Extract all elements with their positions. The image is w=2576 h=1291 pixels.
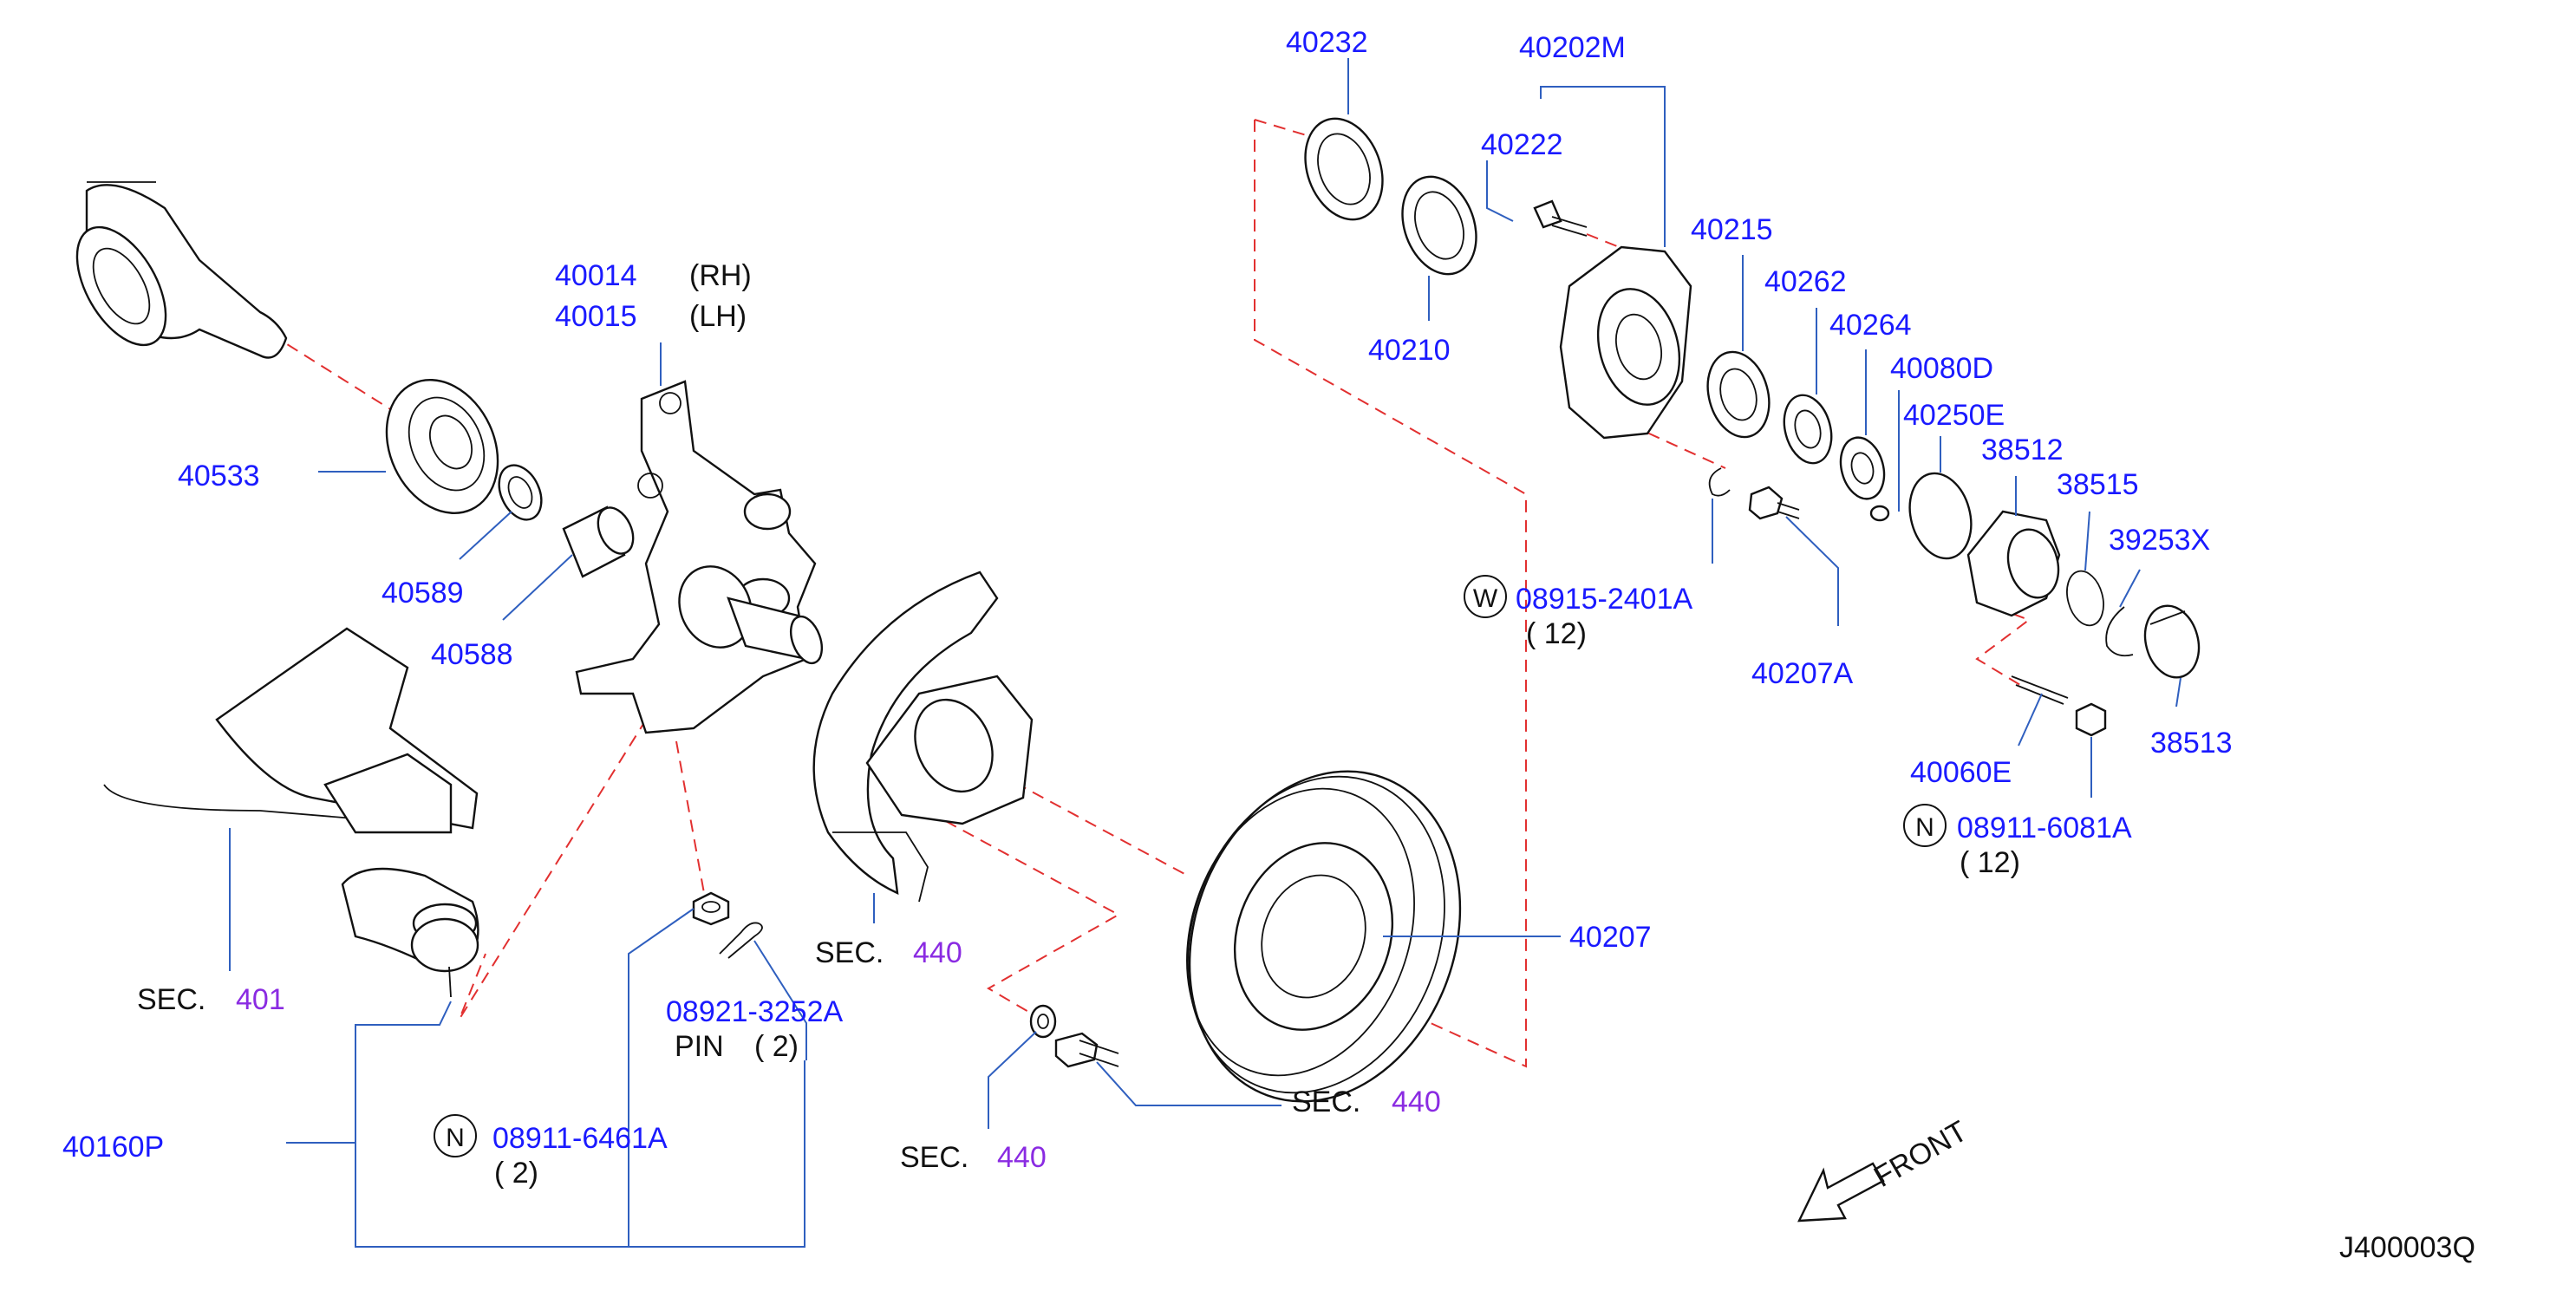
label-40160P: 40160P: [62, 1131, 164, 1164]
assembly-dash-lines: [270, 119, 2031, 1068]
oil-seal-40533: [385, 378, 499, 515]
bearing-40210: [1401, 175, 1477, 276]
drive-flange-38512: [1966, 510, 2061, 617]
dash-stud: [1975, 606, 2031, 686]
label-sec-word-3: SEC.: [1292, 1086, 1360, 1118]
label-pin: PIN: [675, 1030, 724, 1063]
label-38513: 38513: [2150, 727, 2233, 760]
nut-symbol-circle-6081: [1903, 804, 1947, 847]
nut-08911-6081A: [2075, 702, 2107, 737]
grease-seal-40232: [1304, 117, 1384, 221]
dash-hub-to-rotor: [1254, 120, 1527, 1068]
label-front: FRONT: [1868, 1114, 1973, 1193]
label-sec-word-2: SEC.: [815, 936, 884, 969]
label-40589: 40589: [382, 577, 464, 610]
washer-40262: [1783, 394, 1833, 465]
label-sec-word-1: SEC.: [137, 983, 205, 1016]
label-sec-440-shield: 440: [913, 936, 962, 969]
label-08915-qty: ( 12): [1526, 617, 1587, 650]
label-08915-2401A: 08915-2401A: [1516, 583, 1693, 616]
label-08921-3252A: 08921-3252A: [666, 995, 844, 1028]
label-40207A: 40207A: [1751, 657, 1854, 690]
dash-hub-bolt: [1586, 233, 1631, 252]
screw-40080D: [1869, 505, 1890, 522]
label-40215: 40215: [1691, 213, 1773, 246]
label-08911-6081A-qty: ( 12): [1960, 846, 2020, 879]
dash-nut: [675, 740, 705, 894]
label-39253X: 39253X: [2109, 524, 2210, 557]
label-40060E: 40060E: [1910, 756, 2012, 789]
nut-symbol-circle-6461: [434, 1114, 477, 1157]
label-40080D: 40080D: [1890, 352, 1993, 385]
bearing-40215: [1706, 350, 1771, 439]
steering-knuckle: [575, 380, 824, 734]
wheel-hub-40202M: [1559, 245, 1692, 440]
diagram-id: J400003Q: [2339, 1231, 2475, 1264]
label-40015: 40015: [555, 300, 637, 333]
snap-ring-39253X: [2105, 606, 2134, 657]
label-38515: 38515: [2057, 468, 2139, 501]
dash-balljoint: [459, 684, 668, 1020]
hub-bolt-40222: [1533, 199, 1588, 237]
dash-bolt: [910, 801, 1121, 1020]
label-40232: 40232: [1286, 26, 1368, 59]
cap-40250E: [1908, 472, 1973, 560]
label-40222: 40222: [1481, 128, 1563, 161]
label-sec-401: 401: [236, 983, 285, 1016]
lock-washer-40264: [1839, 436, 1886, 500]
leader-lines: [229, 58, 2181, 1248]
label-pin-qty: ( 2): [754, 1030, 799, 1063]
label-40250E: 40250E: [1903, 399, 2005, 432]
stud-40060E: [2011, 675, 2069, 705]
label-sec-word-4: SEC.: [900, 1141, 968, 1174]
washer-symbol: W: [1473, 584, 1498, 613]
label-40210: 40210: [1368, 334, 1451, 367]
label-40207: 40207: [1569, 921, 1652, 954]
label-40014-side: (RH): [689, 259, 752, 292]
washer-bolt-sec440: [1029, 1004, 1119, 1068]
o-ring-38515: [2066, 570, 2104, 627]
hub-cap-38513: [2143, 604, 2201, 679]
nut-08911-6461A: [692, 891, 730, 926]
dash-seal: [1254, 119, 1319, 140]
washer-symbol-circle: [1464, 575, 1507, 618]
suspension-member: [103, 627, 479, 834]
bolt-40207A: [1708, 467, 1800, 520]
dash-driveshaft: [270, 333, 395, 413]
label-40533: 40533: [178, 460, 260, 492]
bushing-40588: [562, 505, 635, 578]
label-08911-6081A: 08911-6081A: [1957, 812, 2132, 844]
ball-joint-40160P: [341, 867, 479, 998]
label-40202M: 40202M: [1519, 31, 1626, 64]
nut-symbol-6461: N: [446, 1124, 465, 1152]
label-40015-side: (LH): [689, 300, 747, 333]
label-sec-440-bolt: 440: [1392, 1086, 1441, 1118]
label-38512: 38512: [1981, 434, 2064, 466]
cotter-pin-08921-3252A: [719, 922, 763, 959]
label-08911-6461A-qty: ( 2): [494, 1157, 538, 1190]
drive-shaft: [75, 181, 288, 359]
nut-symbol-6081: N: [1915, 813, 1934, 842]
dash-snap: [1629, 424, 1726, 469]
label-sec-440-washer: 440: [997, 1141, 1047, 1174]
dust-shield: [812, 571, 1034, 903]
label-40588: 40588: [431, 638, 513, 671]
label-40262: 40262: [1764, 265, 1847, 298]
label-40014: 40014: [555, 259, 637, 292]
brake-rotor-40207: [1186, 770, 1462, 1103]
spacer-40589: [498, 464, 543, 521]
front-arrow-icon: [1797, 1162, 1885, 1223]
label-08911-6461A: 08911-6461A: [492, 1122, 668, 1155]
label-40264: 40264: [1829, 309, 1912, 342]
